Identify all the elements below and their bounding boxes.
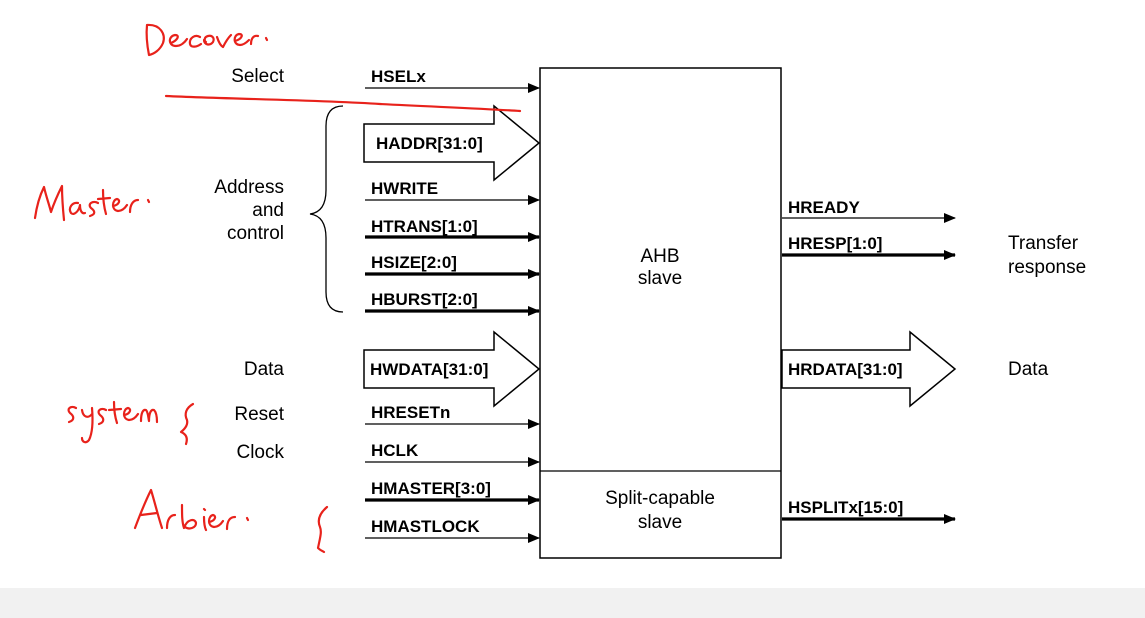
label-address: Address	[214, 177, 284, 198]
label-data-out: Data	[1008, 359, 1049, 380]
label-clock: Clock	[236, 442, 284, 463]
handwritten-arbiter	[133, 488, 329, 554]
label-transfer: Transfer	[1008, 233, 1079, 254]
label-and: and	[252, 200, 284, 221]
red-underline	[164, 94, 522, 113]
label-data-in: Data	[244, 359, 285, 380]
label-reset: Reset	[234, 404, 284, 425]
signal-haddr: HADDR[31:0]	[376, 134, 483, 153]
split-title-line2: slave	[638, 512, 682, 533]
handwritten-decoder	[145, 23, 269, 57]
bottom-bar	[0, 588, 1145, 618]
slave-title-line2: slave	[638, 268, 682, 289]
handwritten-master	[33, 184, 151, 222]
label-control: control	[227, 223, 284, 244]
signal-hmaster: HMASTER[3:0]	[371, 479, 491, 498]
signal-hwdata: HWDATA[31:0]	[370, 360, 488, 379]
signal-hsize: HSIZE[2:0]	[371, 253, 457, 272]
signal-hsplitx: HSPLITx[15:0]	[788, 498, 903, 517]
split-title-line1: Split-capable	[605, 488, 715, 509]
signal-hresp: HRESP[1:0]	[788, 234, 882, 253]
bus-arrow-hrdata	[781, 330, 957, 408]
signal-hselx: HSELx	[371, 67, 426, 86]
slave-title-line1: AHB	[640, 246, 679, 267]
signal-hmastlock: HMASTLOCK	[371, 517, 480, 536]
label-response: response	[1008, 257, 1086, 278]
signal-hburst: HBURST[2:0]	[371, 290, 478, 309]
signal-hwrite: HWRITE	[371, 179, 438, 198]
signal-hresetn: HRESETn	[371, 403, 450, 422]
address-control-brace	[309, 105, 344, 313]
ahb-slave-block	[539, 67, 782, 559]
label-select: Select	[231, 66, 285, 87]
signal-htrans: HTRANS[1:0]	[371, 217, 478, 236]
bus-arrow-hwdata	[363, 330, 541, 408]
signal-hrdata: HRDATA[31:0]	[788, 360, 903, 379]
handwritten-system	[67, 400, 195, 446]
bus-arrow-haddr	[363, 104, 541, 182]
signal-hready: HREADY	[788, 198, 860, 217]
signal-hclk: HCLK	[371, 441, 419, 460]
